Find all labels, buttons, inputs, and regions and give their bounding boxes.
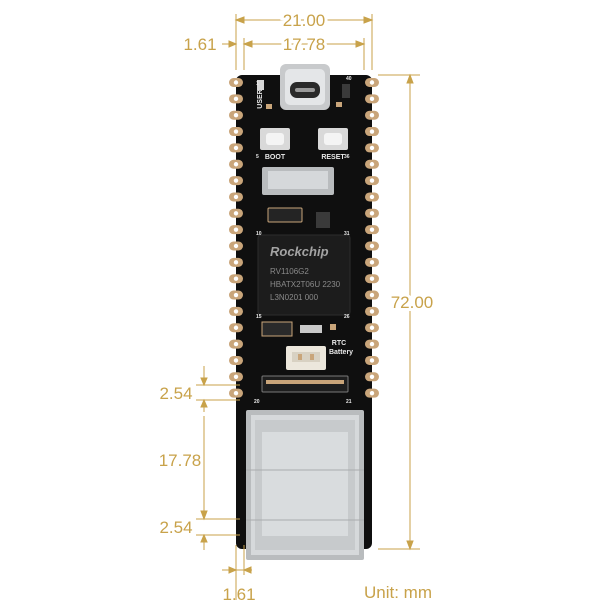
gpio-pad-hole <box>233 80 239 85</box>
gpio-pad-hole <box>369 162 375 167</box>
dim-pitch-lower: 2.54 <box>159 518 192 537</box>
dim-edge-offset-top: 1.61 <box>183 35 216 54</box>
smd-ic <box>316 212 330 228</box>
gpio-pad-hole <box>233 260 239 265</box>
silk-pin-21: 21 <box>346 399 352 405</box>
dim-total-width: 21.00 <box>283 11 326 30</box>
gpio-pad-hole <box>369 260 375 265</box>
silk-pin-26: 26 <box>344 314 350 320</box>
gpio-pad-hole <box>369 129 375 134</box>
smd-component <box>330 324 336 330</box>
gpio-pad-hole <box>369 243 375 249</box>
pcb-board: Rockchip RV1106G2 HBATX2T06U 2230 L3N020… <box>229 64 379 560</box>
gpio-pad-hole <box>369 227 375 232</box>
gpio-pad-hole <box>233 325 239 330</box>
gpio-pad-hole <box>369 309 375 314</box>
dimension-lines <box>196 14 420 600</box>
silk-reset: RESET <box>321 154 345 161</box>
dim-pin-span: 17.78 <box>283 35 326 54</box>
gpio-pad-hole <box>369 96 375 102</box>
usb-c-connector <box>280 64 330 110</box>
gpio-pad-hole <box>369 292 375 298</box>
chip-model: RV1106G2 <box>270 267 309 276</box>
smd-component <box>266 104 272 109</box>
gpio-pad-hole <box>233 243 239 249</box>
chip-brand: Rockchip <box>270 244 329 259</box>
dimension-labels: 21.00 17.78 1.61 72.00 2.54 17.78 2.54 1… <box>159 8 437 604</box>
silk-pin-20: 20 <box>254 399 260 405</box>
gpio-pad-hole <box>369 358 375 363</box>
boot-button <box>260 128 290 150</box>
smd-component <box>342 84 350 98</box>
fpc-connector <box>261 375 349 393</box>
gpio-pad-hole <box>233 374 239 379</box>
gpio-pad-hole <box>233 129 239 134</box>
gpio-pad-hole <box>369 194 375 200</box>
silkscreen: USER BOOT RESET RTC Battery 1 40 5 36 10… <box>254 76 353 405</box>
chip-batch: HBATX2T06U 2230 <box>270 280 341 289</box>
silk-pin-15: 15 <box>256 314 262 320</box>
gpio-pad-hole <box>233 178 239 183</box>
gpio-pad-hole <box>369 341 375 347</box>
rtc-battery-connector <box>286 346 326 370</box>
smd-component <box>336 102 342 107</box>
gpio-pad-hole <box>369 276 375 281</box>
gpio-pad-hole <box>233 358 239 363</box>
rockchip-soc: Rockchip RV1106G2 HBATX2T06U 2230 L3N020… <box>257 234 351 316</box>
gpio-pad-hole <box>369 325 375 330</box>
gpio-pad-hole <box>369 374 375 379</box>
rj45-ethernet-jack <box>246 410 364 560</box>
silk-user: USER <box>257 89 264 108</box>
crystal <box>300 325 322 333</box>
dim-rj45-span: 17.78 <box>159 451 202 470</box>
silk-pin-40: 40 <box>346 76 352 82</box>
reset-button <box>318 128 348 150</box>
gpio-pad-hole <box>233 211 239 216</box>
gpio-pad-hole <box>369 211 375 216</box>
silk-pin-10: 10 <box>256 231 262 237</box>
silk-battery: Battery <box>329 349 353 356</box>
silk-rtc: RTC <box>332 340 346 347</box>
dim-edge-offset-bottom: 1.61 <box>222 585 255 604</box>
gpio-pad-hole <box>369 390 375 396</box>
gpio-pad-hole <box>233 227 239 232</box>
gpio-pad-hole <box>233 390 239 396</box>
smd-ic <box>267 207 303 223</box>
silk-pin-1: 1 <box>256 81 259 87</box>
silk-pin-36: 36 <box>344 154 350 160</box>
gpio-pad-hole <box>233 162 239 167</box>
gpio-pad-hole <box>233 341 239 347</box>
unit-label: Unit: mm <box>364 583 432 602</box>
chip-lot: L3N0201 000 <box>270 293 319 302</box>
silk-pin-31: 31 <box>344 231 350 237</box>
gpio-pad-hole <box>369 178 375 183</box>
user-led <box>257 80 264 90</box>
dim-pitch-upper: 2.54 <box>159 384 192 403</box>
sd-card-slot <box>262 167 334 195</box>
gpio-pad-hole <box>233 145 239 151</box>
gpio-pad-hole <box>233 292 239 298</box>
gpio-pad-hole <box>233 309 239 314</box>
silk-pin-5: 5 <box>256 154 259 160</box>
gpio-pad-hole <box>233 194 239 200</box>
gpio-pad-hole <box>233 96 239 102</box>
castellated-pads <box>229 78 379 398</box>
gpio-pad-hole <box>369 113 375 118</box>
gpio-pad-hole <box>369 80 375 85</box>
smd-ic <box>261 321 293 337</box>
gpio-pad-hole <box>369 145 375 151</box>
gpio-pad-hole <box>233 276 239 281</box>
silk-boot: BOOT <box>265 154 286 161</box>
gpio-pad-hole <box>233 113 239 118</box>
dim-length: 72.00 <box>391 293 434 312</box>
